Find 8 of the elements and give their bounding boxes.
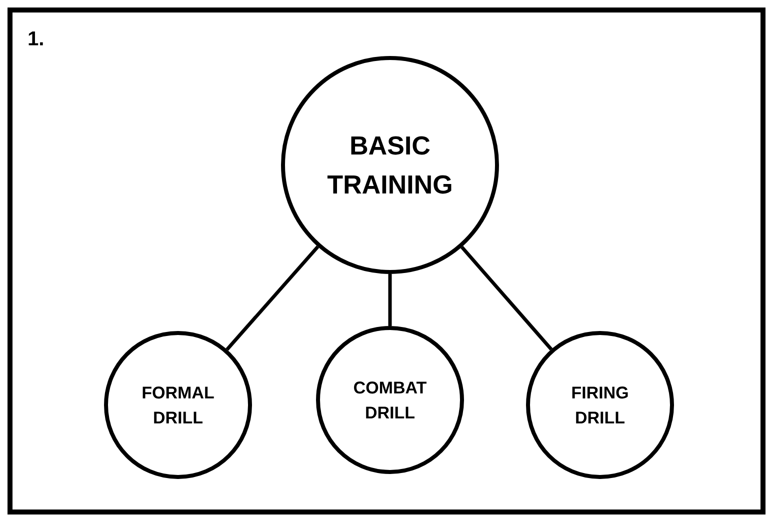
connector-line [388, 274, 392, 326]
connector-line [460, 246, 553, 350]
panel-number: 1. [28, 32, 43, 46]
circle-node: BASIC TRAINING [281, 56, 499, 274]
circle-node: FORMAL DRILL [104, 331, 252, 479]
circle-node: COMBAT DRILL [316, 326, 464, 474]
connector-line [226, 246, 320, 351]
circle-node: FIRING DRILL [526, 331, 674, 479]
